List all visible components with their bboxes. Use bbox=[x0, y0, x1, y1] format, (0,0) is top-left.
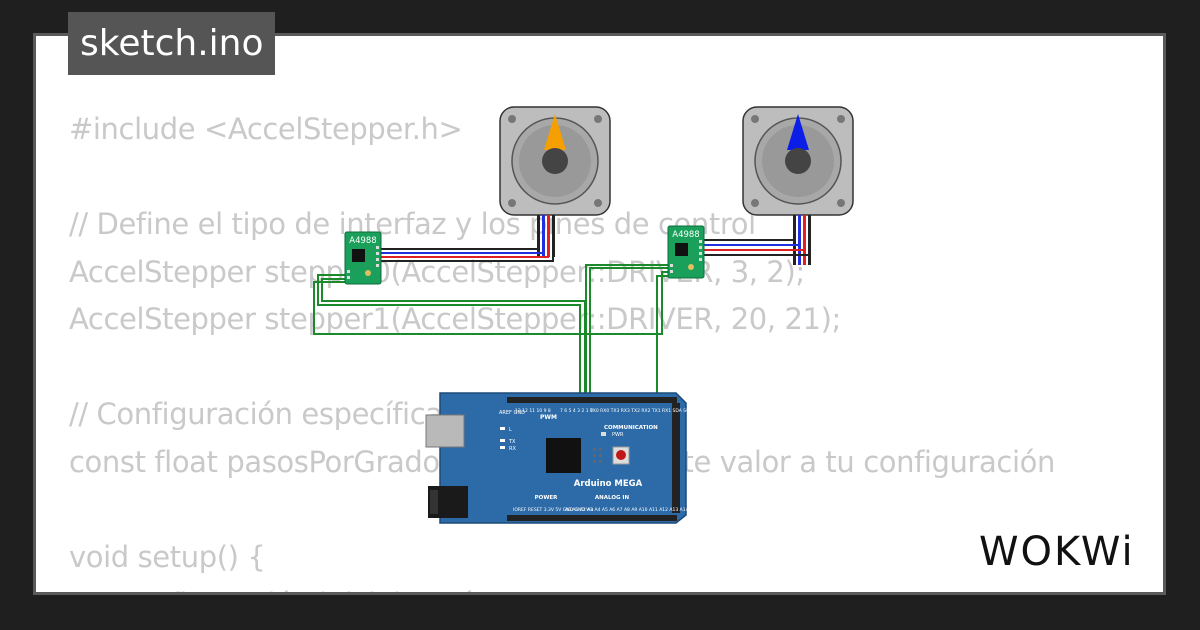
a4988-driver-0[interactable]: A4988 bbox=[344, 231, 382, 285]
code-line: // Configuración inicial aquí bbox=[69, 587, 471, 592]
motor0-wires bbox=[380, 248, 554, 262]
code-line: void setup() { bbox=[69, 539, 266, 574]
led-tx-label: TX bbox=[508, 439, 516, 445]
motor0-needle bbox=[544, 114, 566, 150]
board-name: Arduino MEGA bbox=[574, 479, 643, 489]
led-l-label: L bbox=[509, 427, 512, 433]
aref-gnd-label: AREF GND bbox=[499, 410, 525, 416]
arduino-mega-board[interactable]: AREF GND 13 12 11 10 9 8 PWM 7 6 5 4 3 2… bbox=[425, 392, 699, 524]
power-label: POWER bbox=[535, 495, 559, 501]
motor1-wires bbox=[704, 239, 810, 264]
code-line: // Define el tipo de interfaz y los pine… bbox=[69, 207, 756, 241]
pwr-led-label: PWR bbox=[612, 432, 624, 438]
driver0-label: A4988 bbox=[349, 236, 376, 246]
power-pins-label: IOREF RESET 3.3V 5V GND GND Vin bbox=[513, 507, 593, 513]
digital-pins-label: 13 12 11 10 9 8 bbox=[515, 408, 551, 414]
driver1-label: A4988 bbox=[672, 230, 699, 240]
a4988-driver-1[interactable]: A4988 bbox=[667, 225, 705, 279]
pwm-pins-label: 7 6 5 4 3 2 1 0 bbox=[560, 408, 593, 414]
communication-label: COMMUNICATION bbox=[604, 425, 658, 431]
wokwi-logo-text: WOKWi bbox=[979, 529, 1135, 575]
analog-pins-label: A0 A1 A2 A3 A4 A5 A6 A7 A8 A9 A10 A11 A1… bbox=[565, 507, 699, 513]
code-line: // Configuración específica bbox=[69, 397, 443, 431]
usb-port bbox=[425, 414, 465, 448]
analog-label: ANALOG IN bbox=[595, 495, 630, 501]
pwm-label: PWM bbox=[540, 414, 557, 421]
motor1-needle bbox=[787, 114, 809, 150]
stepper-motor-0[interactable] bbox=[499, 106, 611, 257]
code-line: #include <AccelStepper.h> bbox=[69, 112, 463, 146]
stepper-motor-1[interactable] bbox=[742, 106, 854, 265]
code-line: AccelStepper stepper1(AccelStepper::DRIV… bbox=[69, 302, 841, 336]
led-rx-label: RX bbox=[509, 446, 516, 452]
signal-wires bbox=[313, 264, 668, 397]
mcu-chip bbox=[546, 438, 581, 473]
wokwi-logo: WOKWi bbox=[979, 529, 1135, 575]
comm-pins-label: TX0 RX0 TX3 RX3 TX2 RX2 TX1 RX1 SDA SCL bbox=[589, 408, 692, 414]
file-title-tab[interactable]: sketch.ino bbox=[68, 12, 276, 75]
